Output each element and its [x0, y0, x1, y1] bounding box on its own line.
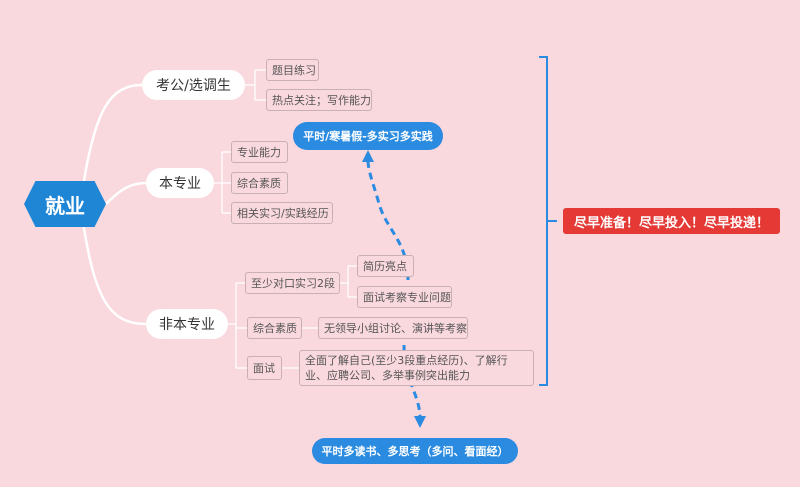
item-overall-quality[interactable]: 综合素质 [231, 172, 288, 194]
branch-other-major[interactable]: 非本专业 [146, 309, 228, 339]
summary-callout[interactable]: 尽早准备！尽早投入！尽早投递！ [563, 208, 780, 234]
item-resume-highlight[interactable]: 简历亮点 [357, 255, 414, 277]
callout-internship[interactable]: 平时/寒暑假-多实习多实践 [293, 122, 443, 150]
item-hot-topics-writing[interactable]: 热点关注；写作能力 [266, 89, 372, 111]
item-quality-other[interactable]: 综合素质 [247, 317, 302, 339]
item-interview-detail[interactable]: 全面了解自己(至少3段重点经历)、了解行业、应聘公司、多举事例突出能力 [299, 350, 534, 386]
callout-reading[interactable]: 平时多读书、多思考（多问、看面经） [312, 438, 518, 464]
item-exam-practice[interactable]: 题目练习 [266, 59, 319, 81]
branch-own-major[interactable]: 本专业 [146, 168, 214, 198]
root-node[interactable]: 就业 [24, 181, 106, 227]
item-group-discussion[interactable]: 无领导小组讨论、演讲等考察 [318, 317, 468, 339]
branch-civil-service[interactable]: 考公/选调生 [142, 70, 245, 100]
item-professional-skill[interactable]: 专业能力 [231, 141, 288, 163]
item-interview-questions[interactable]: 面试考察专业问题 [357, 286, 452, 308]
item-internship-twice[interactable]: 至少对口实习2段 [245, 272, 340, 294]
item-interview[interactable]: 面试 [247, 356, 282, 380]
item-related-internship[interactable]: 相关实习/实践经历 [231, 202, 333, 224]
